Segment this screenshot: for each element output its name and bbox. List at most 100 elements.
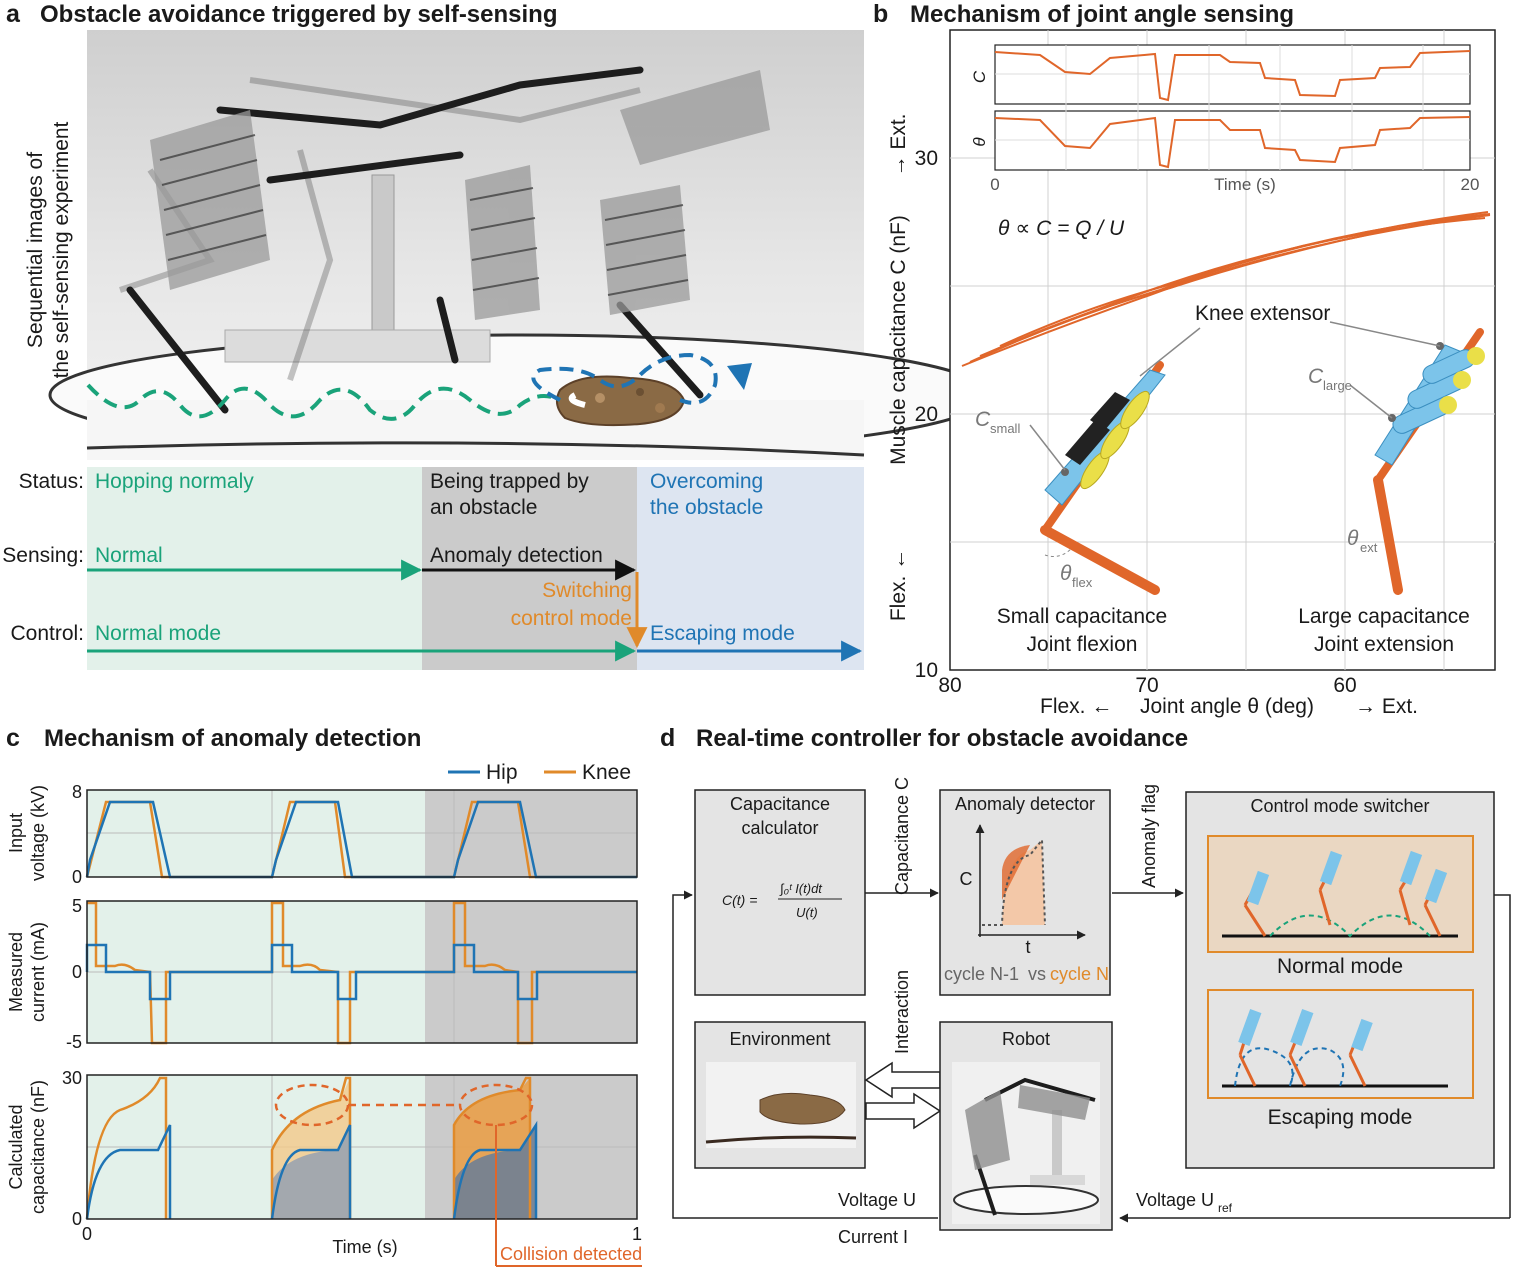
sensing-normal: Normal (95, 544, 163, 567)
voltage-uref-label: Voltage U (1136, 1190, 1214, 1210)
panel-c-title: Mechanism of anomaly detection (44, 725, 421, 752)
robot-label: Robot (1002, 1029, 1050, 1049)
flag-label: Anomaly flag (1139, 784, 1159, 888)
ylabel-group: Flex. ← Muscle capacitance C (nF) → Ext. (887, 113, 910, 621)
ylabel-voltage: Input voltage (kV) (6, 785, 48, 881)
calc-formula-num: ∫₀ᵗ I(t)dt (779, 881, 823, 896)
status-trapped-1: Being trapped by (430, 470, 589, 493)
legend-hip: Hip (486, 761, 518, 784)
hysteresis-loop (961, 211, 1491, 367)
calc-formula-den: U(t) (796, 905, 818, 920)
xtick-80: 80 (938, 674, 961, 697)
caption-small-2: Joint flexion (1027, 633, 1138, 656)
row-status: Status: (19, 470, 84, 493)
inset-ylabel-c: C (970, 70, 989, 83)
calc-title-2: calculator (741, 818, 818, 838)
theta-flex-sub: flex (1072, 575, 1093, 590)
detector-axis-t: t (1025, 937, 1030, 957)
xlabel-ext: → Ext. (1355, 695, 1418, 718)
collision-label: Collision detected (500, 1244, 642, 1264)
ytick-20: 20 (915, 403, 938, 426)
status-overcome-2: the obstacle (650, 496, 763, 519)
capacitance-traces (85, 1076, 538, 1220)
ytick-30: 30 (62, 1068, 82, 1088)
detector-caption-1: cycle N-1 (944, 964, 1019, 984)
panel-d-title: Real-time controller for obstacle avoida… (696, 725, 1188, 752)
ytick-5: 5 (72, 896, 82, 916)
inset-theta-trace (994, 116, 1471, 169)
current-traces (85, 901, 637, 1045)
voltage-u-label: Voltage U (838, 1190, 916, 1210)
inset-xtick-0: 0 (990, 175, 999, 194)
voltage-uref-sub: ref (1218, 1201, 1233, 1215)
photo-caption: Sequential images of the self-sensing ex… (24, 121, 73, 378)
c-small-sub: small (990, 421, 1020, 436)
xtick-70: 70 (1135, 674, 1158, 697)
voltage-axes (86, 789, 638, 878)
svg-text:current (mA): current (mA) (28, 922, 48, 1022)
c-large-sub: large (1323, 378, 1352, 393)
sensing-anomaly: Anomaly detection (430, 544, 603, 567)
detector-caption-2: cycle N (1050, 964, 1109, 984)
xtick-1: 1 (632, 1224, 642, 1244)
panel-a: a Obstacle avoidance triggered by self-s… (2, 0, 992, 670)
normal-trajectory (86, 383, 561, 421)
leg-extension-illustration (1373, 328, 1485, 595)
panel-letter-d: d (660, 724, 675, 752)
svg-text:Measured: Measured (6, 932, 26, 1012)
calc-title-1: Capacitance (730, 794, 830, 814)
panel-c: c Mechanism of anomaly detection Hip Kne… (6, 724, 642, 1267)
legend-knee: Knee (582, 761, 631, 784)
svg-text:→ Ext.: → Ext. (887, 113, 910, 176)
inset-xtick-20: 20 (1461, 175, 1480, 194)
svg-text:Muscle capacitance C (nF): Muscle capacitance C (nF) (887, 215, 910, 465)
xlabel-time: Time (s) (332, 1237, 397, 1257)
xlabel: Joint angle θ (deg) (1140, 695, 1314, 718)
svg-text:capacitance (nF): capacitance (nF) (28, 1080, 48, 1214)
detector-caption-vs: vs (1028, 964, 1046, 984)
svg-text:the self-sensing experiment: the self-sensing experiment (50, 121, 73, 378)
ylabel-capacitance: Calculated capacitance (nF) (6, 1080, 48, 1214)
panel-letter-c: c (6, 724, 20, 752)
switcher-title: Control mode switcher (1250, 796, 1429, 816)
panel-a-title: Obstacle avoidance triggered by self-sen… (40, 1, 558, 28)
inset-ylabel-theta: θ (970, 137, 989, 147)
panel-b-title: Mechanism of joint angle sensing (910, 1, 1294, 28)
ytick-10: 10 (915, 659, 938, 682)
current-axes (86, 900, 638, 1044)
ytick-8: 8 (72, 782, 82, 802)
inset-time-series: C θ 0 20 Time (s) (970, 44, 1480, 194)
ytick-i0: 0 (72, 962, 82, 982)
control-normal: Normal mode (95, 622, 221, 645)
detector-title: Anomaly detector (955, 794, 1095, 814)
ytick-v0: 0 (72, 867, 82, 887)
caption-small-1: Small capacitance (997, 605, 1167, 628)
status-trapped-2: an obstacle (430, 496, 537, 519)
status-overcome-1: Overcoming (650, 470, 763, 493)
panel-letter-a: a (6, 0, 21, 28)
inset-c-trace (994, 50, 1471, 102)
theta-equation: θ ∝ C = Q / U (998, 217, 1125, 240)
capacitance-axes (86, 1074, 638, 1220)
svg-text:voltage (kV): voltage (kV) (28, 785, 48, 881)
normal-mode-label: Normal mode (1277, 955, 1403, 978)
current-i-label: Current I (838, 1227, 908, 1247)
capacitance-calculator-box (694, 789, 866, 996)
detector-axis-c: C (960, 869, 973, 889)
theta-ext-sub: ext (1360, 540, 1378, 555)
calc-formula-lhs: C(t) = (722, 892, 757, 908)
ytick-m5: -5 (66, 1032, 82, 1052)
ytick-30: 30 (915, 147, 938, 170)
status-normal: Hopping normaly (95, 470, 254, 493)
row-sensing: Sensing: (2, 544, 84, 567)
escape-trajectory (531, 352, 718, 405)
inset-xlabel: Time (s) (1214, 175, 1276, 194)
theta-ext-label: θ (1347, 527, 1359, 550)
leg-flexion-illustration (1040, 361, 1166, 595)
svg-text:Sequential images of: Sequential images of (24, 152, 47, 348)
c-large-label: C (1308, 365, 1324, 388)
sequential-photo (48, 30, 992, 460)
theta-flex-label: θ (1060, 562, 1072, 585)
interaction-label: Interaction (892, 970, 912, 1054)
ylabel-current: Measured current (mA) (6, 922, 48, 1022)
